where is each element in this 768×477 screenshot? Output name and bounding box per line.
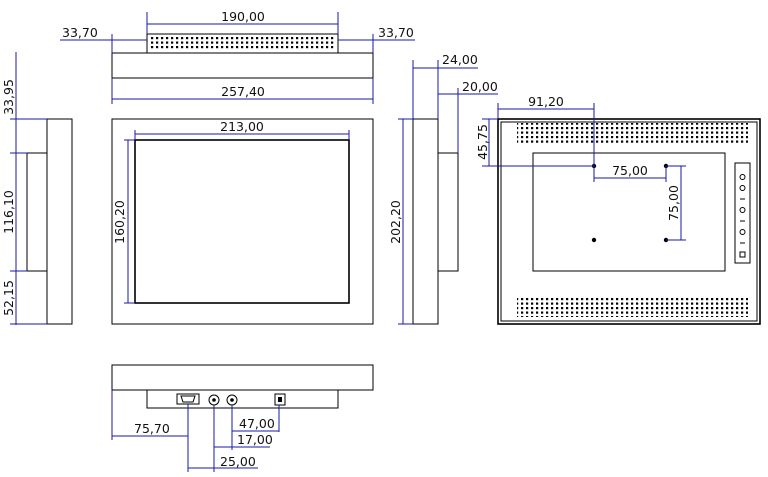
front-view: 213,00 160,20 <box>111 118 374 325</box>
vesa-hole <box>591 237 597 243</box>
top-view-body <box>111 52 374 79</box>
front-view-screen <box>134 139 350 304</box>
dim-port-spacing: 25,00 <box>220 454 256 469</box>
power-switch-icon <box>274 393 286 406</box>
dim-top-right-offset: 33,70 <box>378 25 414 40</box>
vga-connector-icon <box>176 393 200 405</box>
dim-screen-width: 213,00 <box>220 119 264 134</box>
back-view-frame <box>497 118 761 325</box>
bottom-view-bezel <box>111 364 374 391</box>
top-view: 190,00 33,70 33,70 257,40 <box>60 9 415 104</box>
right-view-body <box>437 152 459 272</box>
dim-left-top: 33,95 <box>1 79 16 115</box>
osd-button-icon <box>739 229 746 235</box>
dim-vesa-v: 75,00 <box>666 185 681 221</box>
dim-vga-offset: 75,70 <box>134 421 170 436</box>
osd-button-icon <box>739 207 746 213</box>
dim-screen-height: 160,20 <box>112 200 127 244</box>
osd-button-icon <box>739 185 746 191</box>
dim-left-middle: 116,10 <box>1 190 16 234</box>
right-side-view: 202,20 24,00 20,00 <box>388 52 498 325</box>
dim-overall-width: 257,40 <box>221 84 265 99</box>
bottom-view: 75,70 47,00 17,00 25,00 <box>111 364 374 472</box>
vent-grille-icon <box>517 297 748 317</box>
osd-button-icon <box>739 174 746 180</box>
dim-dc-offset: 17,00 <box>237 432 273 447</box>
dim-mount-x: 91,20 <box>528 94 564 109</box>
dim-left-bottom: 52,15 <box>1 280 16 316</box>
back-view-inner <box>500 121 758 322</box>
vent-grille-icon <box>517 123 748 143</box>
top-view-vent-strip <box>146 33 339 54</box>
dim-depth-body: 20,00 <box>462 79 498 94</box>
dim-vesa-h: 75,00 <box>612 163 648 178</box>
dim-top-left-offset: 33,70 <box>62 25 98 40</box>
vent-grille-icon <box>150 37 335 50</box>
back-view: 91,20 45,75 75,00 75,00 <box>475 94 761 325</box>
left-view-body <box>26 152 48 272</box>
dim-mount-y: 45,75 <box>475 124 490 160</box>
dim-power-offset: 47,00 <box>239 416 275 431</box>
bottom-view-body <box>146 389 339 409</box>
dim-overall-height: 202,20 <box>388 200 403 244</box>
dim-top-width: 190,00 <box>221 9 265 24</box>
dc-jack-icon <box>208 394 220 406</box>
right-view-bezel <box>412 118 439 325</box>
back-view-panel <box>532 152 726 272</box>
osd-button-panel <box>734 162 751 264</box>
dim-depth-total: 24,00 <box>442 52 478 67</box>
left-side-view: 33,95 116,10 52,15 <box>1 52 73 325</box>
left-view-bezel <box>46 118 73 325</box>
osd-button-icon <box>739 251 746 258</box>
front-view-bezel <box>111 118 374 325</box>
audio-jack-icon <box>226 394 238 406</box>
